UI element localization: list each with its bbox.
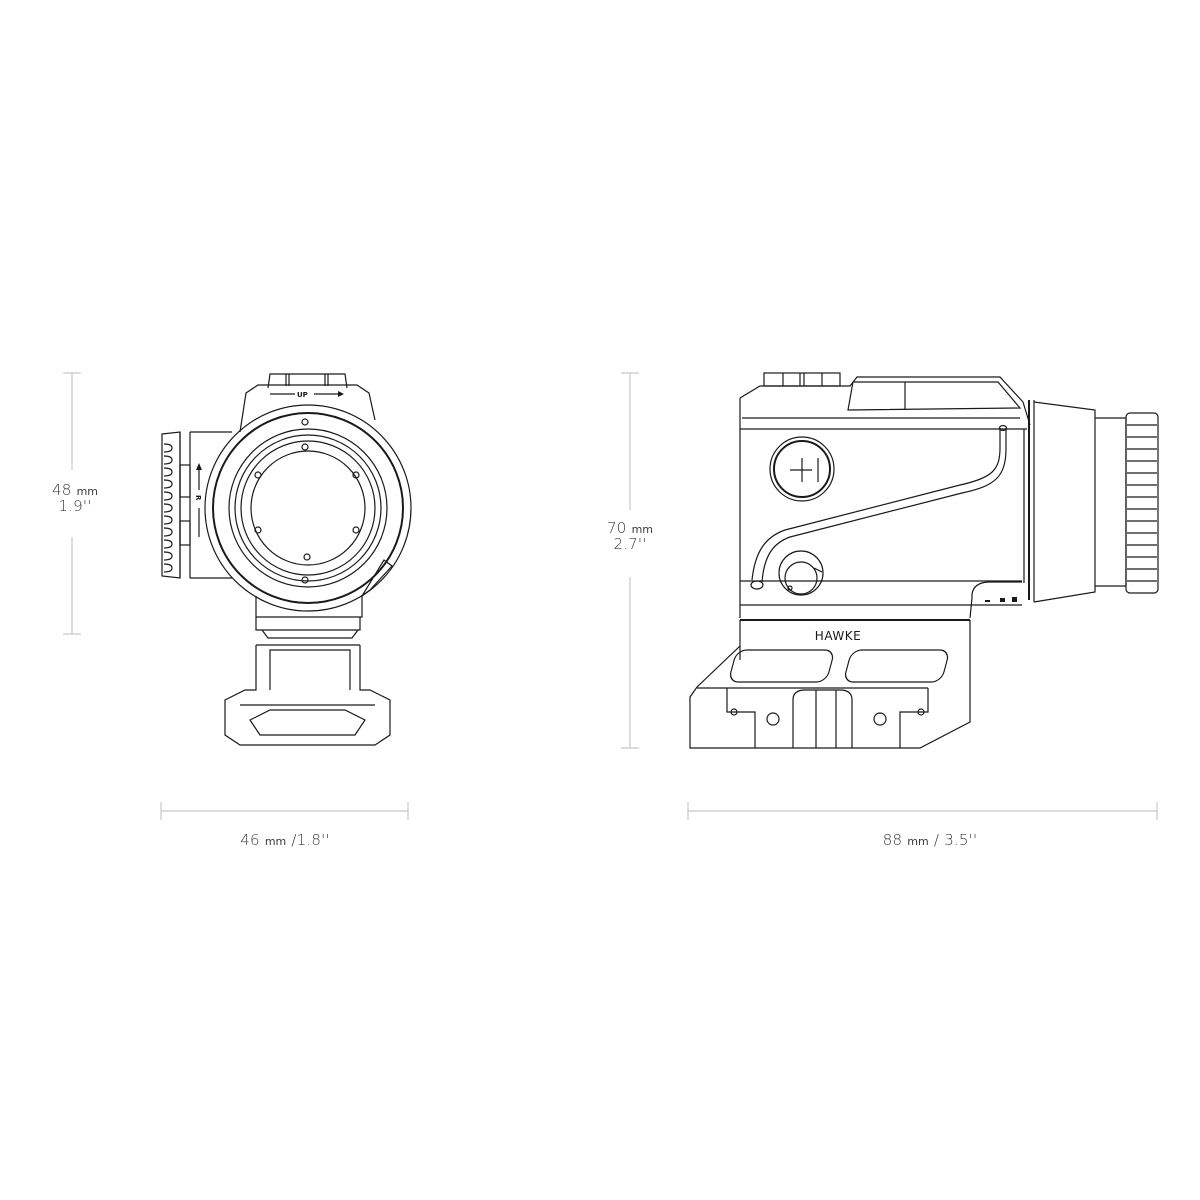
dimension-lines xyxy=(63,372,1158,820)
front-height-inch: 1.9'' xyxy=(58,496,92,515)
side-view-drawing: HAWKE xyxy=(689,372,1159,749)
front-height-label: 48 mm 1.9'' xyxy=(35,482,115,515)
side-height-mm: 70 xyxy=(606,519,627,537)
front-width-mm: 46 xyxy=(240,831,260,849)
side-height-inch: 2.7'' xyxy=(613,534,647,553)
brand-logo: HAWKE xyxy=(815,629,861,643)
side-width-unit: mm xyxy=(907,835,929,848)
side-width-mm: 88 xyxy=(882,831,903,849)
front-height-mm: 48 xyxy=(51,481,72,499)
knurling-side xyxy=(1127,424,1157,582)
side-width-separator: / xyxy=(933,831,940,849)
front-height-unit: mm xyxy=(76,485,99,498)
front-width-inch: 1.8'' xyxy=(296,831,330,849)
turret-up-label: UP xyxy=(297,391,308,399)
front-width-label: 46 mm /1.8'' xyxy=(185,832,385,849)
turret-r-label: R xyxy=(194,495,202,501)
front-width-unit: mm xyxy=(264,835,287,848)
front-width-separator: / xyxy=(291,831,297,849)
side-height-unit: mm xyxy=(631,523,654,536)
front-view-drawing: UP xyxy=(161,373,412,746)
side-height-label: 70 mm 2.7'' xyxy=(590,520,670,553)
side-width-label: 88 mm / 3.5'' xyxy=(780,832,1080,849)
side-width-inch: 3.5'' xyxy=(944,831,978,849)
knurling-front xyxy=(163,443,173,573)
